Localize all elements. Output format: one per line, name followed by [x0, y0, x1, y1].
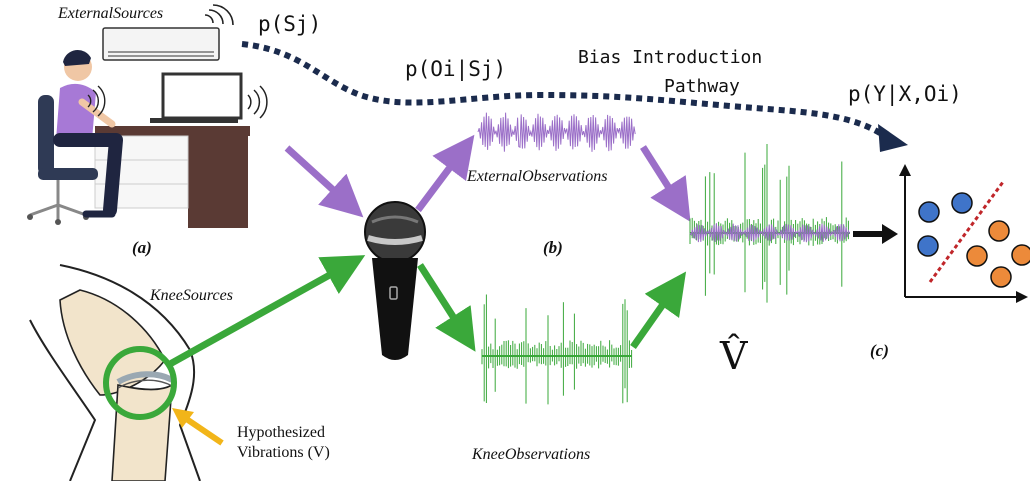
class-b-point: [988, 220, 1010, 242]
vibration-pointer-arrow: [172, 408, 224, 446]
knee-illustration: [29, 264, 201, 482]
panel-c-label: (c): [870, 341, 889, 360]
bias-pathway-label-line1: Bias Introduction: [578, 47, 763, 68]
knee-observations-waveform: [481, 294, 633, 405]
bias-pathway-arrowhead: [878, 124, 908, 152]
bias-introduction-pathway: [241, 41, 892, 143]
class-b-point: [990, 266, 1012, 288]
purple-flow-arrows: [284, 134, 691, 222]
external-sources-label: ExternalSources: [58, 5, 164, 22]
combined-signal-waveform: [689, 144, 851, 303]
knee-sources-label: KneeSources: [150, 287, 233, 304]
class-a-point: [951, 192, 973, 214]
panel-a-label: (a): [132, 238, 152, 257]
person-at-desk-illustration: [27, 4, 268, 228]
green-flow-arrows: [168, 255, 687, 368]
air-conditioner-icon: [102, 4, 234, 61]
external-observations-label: ExternalObservations: [467, 168, 608, 185]
prob-s-formula: p(Sj): [258, 12, 322, 36]
microphone-icon: [364, 201, 426, 360]
knee-joint-highlight: [103, 346, 177, 420]
class-b-point: [966, 245, 988, 267]
class-b-point: [1011, 244, 1030, 266]
v-hat-symbol: V̂: [720, 334, 748, 378]
knee-observations-label: KneeObservations: [472, 446, 591, 463]
classifier-scatter-plot: [899, 164, 1030, 303]
hypothesized-label-line2: Vibrations (V): [237, 444, 330, 461]
hypothesized-label-line1: Hypothesized: [237, 424, 325, 441]
prob-y-given-x-o-formula: p(Y|X,Oi): [848, 82, 962, 106]
panel-b-label: (b): [543, 238, 563, 257]
external-observations-waveform: [477, 112, 636, 152]
bias-pathway-label-line2: Pathway: [664, 76, 740, 97]
classifier-input-arrow: [853, 224, 898, 244]
prob-o-given-s-formula: p(Oi|Sj): [405, 57, 507, 81]
class-a-point: [918, 201, 940, 223]
class-a-point: [917, 235, 939, 257]
